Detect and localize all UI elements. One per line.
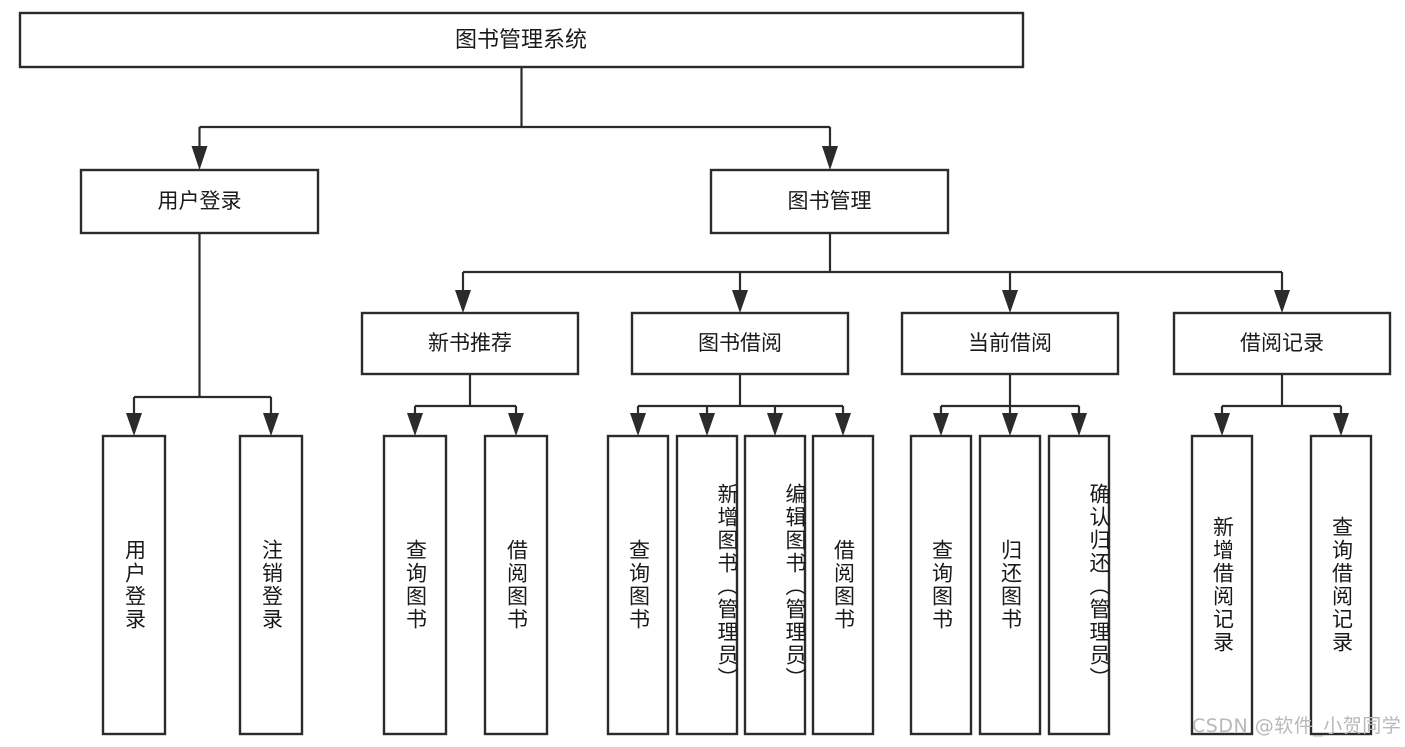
node-current-borrow-box[interactable] bbox=[900, 311, 1120, 376]
csdn-watermark: CSDN @软件_小贺同学 bbox=[1192, 715, 1402, 737]
node-borrow-record-box[interactable] bbox=[1172, 311, 1392, 376]
leaf-box-new-book-0[interactable] bbox=[382, 434, 448, 736]
leaf-box-user-login-1[interactable] bbox=[238, 434, 304, 736]
leaf-box-book-borrow-1[interactable] bbox=[675, 434, 739, 736]
node-user-login-box[interactable] bbox=[79, 168, 320, 235]
node-root[interactable]: 图书管理系统 bbox=[18, 11, 1025, 69]
node-book-borrow-label: 图书借阅 bbox=[698, 331, 782, 355]
leaf-box-current-borrow-0[interactable] bbox=[909, 434, 973, 736]
arrow-bb-leaf-0 bbox=[630, 413, 646, 436]
arrow-bm-to-borrow-record bbox=[1274, 290, 1290, 313]
arrow-ul-leaf-0 bbox=[126, 413, 142, 436]
arrow-bb-leaf-2 bbox=[767, 413, 783, 436]
arrow-br-leaf-0 bbox=[1214, 413, 1230, 436]
connector-group-book-manage bbox=[455, 233, 1290, 313]
arrow-cb-leaf-0 bbox=[933, 413, 949, 436]
node-book-borrow-box[interactable] bbox=[630, 311, 850, 376]
connector-group-borrow-record bbox=[1214, 374, 1349, 436]
leaf-box-book-borrow-0[interactable] bbox=[606, 434, 670, 736]
node-user-login-label: 用户登录 bbox=[158, 189, 242, 213]
node-user-login[interactable]: 用户登录 bbox=[79, 168, 320, 235]
arrow-ul-leaf-1 bbox=[263, 413, 279, 436]
connector-group-user-login bbox=[126, 233, 279, 436]
arrow-root-to-book-manage bbox=[822, 146, 838, 170]
leaf-box-current-borrow-2[interactable] bbox=[1047, 434, 1111, 736]
node-current-borrow[interactable]: 当前借阅 bbox=[900, 311, 1120, 376]
connector-group-root bbox=[191, 67, 838, 170]
node-book-manage-box[interactable] bbox=[709, 168, 950, 235]
arrow-cb-leaf-2 bbox=[1071, 413, 1087, 436]
node-book-borrow[interactable]: 图书借阅 bbox=[630, 311, 850, 376]
node-root-label: 图书管理系统 bbox=[455, 28, 587, 53]
arrow-nb-leaf-0 bbox=[407, 413, 423, 436]
connector-group-new-book-rec bbox=[407, 374, 524, 436]
arrow-root-to-user-login bbox=[191, 146, 208, 170]
leaf-box-new-book-1[interactable] bbox=[483, 434, 549, 736]
arrow-cb-leaf-1 bbox=[1002, 413, 1018, 436]
node-borrow-record-label: 借阅记录 bbox=[1240, 331, 1324, 355]
arrow-br-leaf-1 bbox=[1333, 413, 1349, 436]
leaf-box-borrow-record-1[interactable] bbox=[1309, 434, 1373, 736]
node-borrow-record[interactable]: 借阅记录 bbox=[1172, 311, 1392, 376]
node-new-book-rec-label: 新书推荐 bbox=[428, 331, 512, 355]
node-book-manage-label: 图书管理 bbox=[788, 189, 872, 213]
connector-group-book-borrow bbox=[630, 374, 851, 436]
leaf-box-current-borrow-1[interactable] bbox=[978, 434, 1042, 736]
arrow-bm-to-book-borrow bbox=[732, 290, 748, 313]
arrow-bm-to-current-borrow bbox=[1002, 290, 1018, 313]
node-current-borrow-label: 当前借阅 bbox=[968, 331, 1052, 355]
leaf-box-book-borrow-2[interactable] bbox=[743, 434, 807, 736]
arrow-bb-leaf-3 bbox=[835, 413, 851, 436]
arrow-bm-to-new-book bbox=[455, 290, 471, 313]
leaf-box-user-login-0[interactable] bbox=[101, 434, 167, 736]
arrow-bb-leaf-1 bbox=[699, 413, 715, 436]
node-new-book-rec[interactable]: 新书推荐 bbox=[360, 311, 580, 376]
node-new-book-rec-box[interactable] bbox=[360, 311, 580, 376]
connector-group-current-borrow bbox=[933, 374, 1087, 436]
arrow-nb-leaf-1 bbox=[508, 413, 524, 436]
leaf-box-borrow-record-0[interactable] bbox=[1190, 434, 1254, 736]
node-root-box[interactable] bbox=[18, 11, 1025, 69]
leaf-box-book-borrow-3[interactable] bbox=[811, 434, 875, 736]
node-book-manage[interactable]: 图书管理 bbox=[709, 168, 950, 235]
